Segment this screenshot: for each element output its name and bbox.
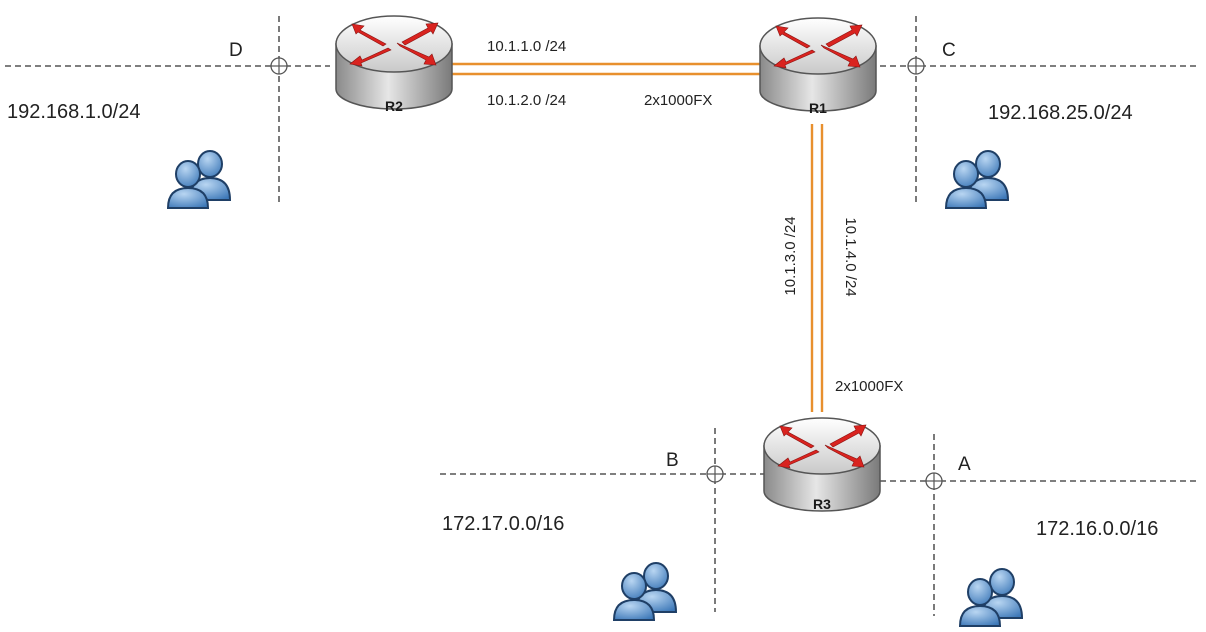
link-r2-r1-speed: 2x1000FX xyxy=(644,92,712,109)
connector-b xyxy=(706,465,724,483)
link-r1-r3-subnet-b: 10.1.4.0 /24 xyxy=(842,217,859,296)
point-d-label: D xyxy=(229,40,243,61)
link-r2-r1-subnet-a: 10.1.1.0 /24 xyxy=(487,38,566,55)
link-r2-r1-subnet-b: 10.1.2.0 /24 xyxy=(487,92,566,109)
router-r2: R2 xyxy=(335,15,453,114)
cable-r2-r1 xyxy=(448,62,762,76)
link-r1-r3-subnet-a: 10.1.3.0 /24 xyxy=(782,216,799,295)
network-r3-lan-b-label: 172.17.0.0/16 xyxy=(442,513,564,535)
network-r1-lan-label: 192.168.25.0/24 xyxy=(988,102,1133,124)
connector-d xyxy=(270,57,288,75)
connector-a xyxy=(925,472,943,490)
router-r1: R1 xyxy=(759,17,877,116)
router-r1-label: R1 xyxy=(809,100,827,116)
users-icon-a xyxy=(959,568,1023,627)
link-r1-r3-speed: 2x1000FX xyxy=(835,378,903,395)
network-r2-lan-label: 192.168.1.0/24 xyxy=(7,101,140,123)
router-r3-label: R3 xyxy=(813,496,831,512)
router-r2-label: R2 xyxy=(385,98,403,114)
network-r3-lan-a-label: 172.16.0.0/16 xyxy=(1036,518,1158,540)
users-icon-b xyxy=(613,562,677,621)
point-a-label: A xyxy=(958,454,971,475)
users-icon-c xyxy=(945,150,1009,209)
cable-r1-r3 xyxy=(810,124,824,412)
point-c-label: C xyxy=(942,40,956,61)
connector-c xyxy=(907,57,925,75)
users-icon-d xyxy=(167,150,231,209)
point-b-label: B xyxy=(666,450,679,471)
router-r3: R3 xyxy=(763,417,881,512)
